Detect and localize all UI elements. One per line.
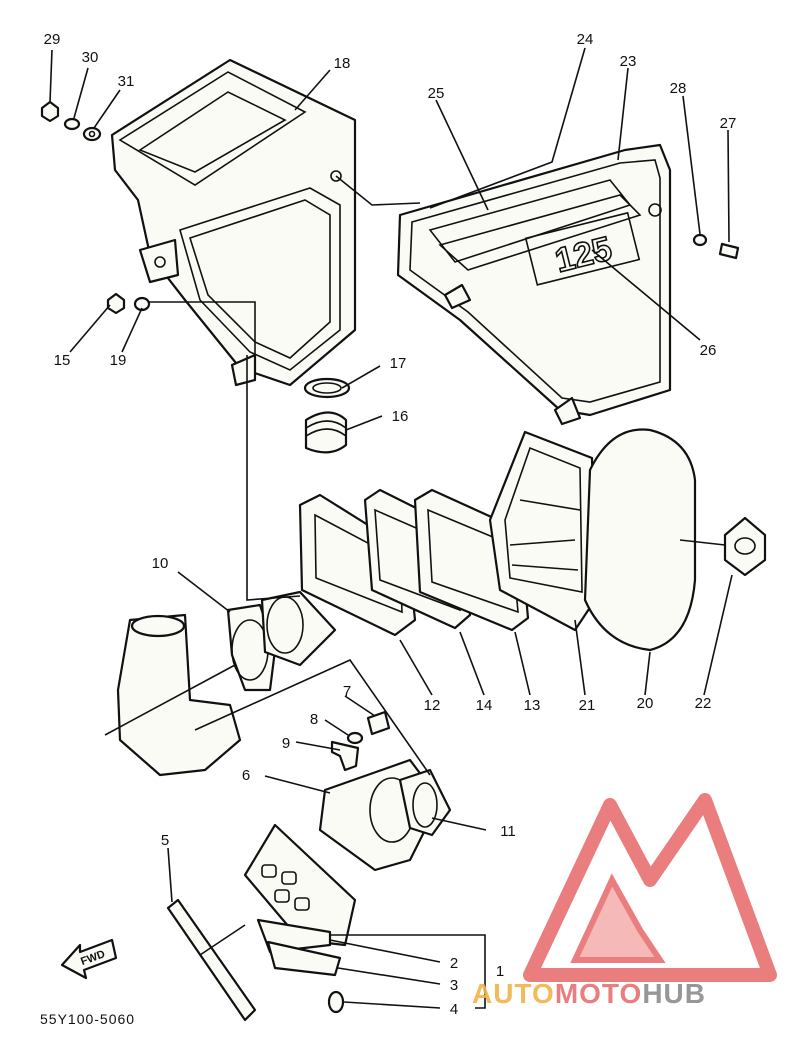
intake-assembly (298, 428, 767, 652)
wing-bolt-22 (723, 516, 767, 577)
callout-21: 21 (579, 697, 596, 714)
callout-11: 11 (500, 823, 516, 840)
drawing-code: 55Y100-5060 (40, 1011, 135, 1027)
callout-17: 17 (390, 355, 407, 372)
bolt-7 (366, 710, 391, 736)
callout-6: 6 (242, 767, 250, 784)
callout-3: 3 (450, 977, 458, 994)
automotohub-logo: AUTOMOTOHUB (472, 793, 777, 1009)
leader-lines (49, 47, 733, 1009)
callout-16: 16 (392, 408, 409, 425)
callout-9: 9 (282, 735, 290, 752)
washer-30 (63, 117, 81, 131)
callout-24: 24 (577, 31, 594, 48)
washer-19 (133, 296, 151, 312)
callout-15: 15 (54, 352, 71, 369)
callout-1: 1 (496, 963, 504, 980)
callout-8: 8 (310, 711, 318, 728)
callout-4: 4 (450, 1001, 458, 1018)
callout-10: 10 (152, 555, 169, 572)
callout-5: 5 (161, 832, 169, 849)
callout-30: 30 (82, 49, 99, 66)
callout-13: 13 (524, 697, 541, 714)
nut-15 (106, 292, 126, 315)
callout-2: 2 (450, 955, 458, 972)
gasket-5 (166, 898, 257, 1022)
washer-28 (692, 233, 708, 247)
air-cleaner-cover: 125 (396, 143, 672, 426)
nut-29 (40, 100, 60, 123)
air-cleaner-joint-12 (298, 493, 417, 637)
screw-27 (718, 242, 740, 260)
part-callouts: 29 30 31 18 24 25 23 28 27 26 15 19 17 1… (44, 31, 737, 1018)
callout-7: 7 (343, 683, 351, 700)
callout-27: 27 (720, 115, 737, 132)
callout-31: 31 (118, 73, 135, 90)
callout-22: 22 (695, 695, 712, 712)
callout-18: 18 (334, 55, 351, 72)
washer-8 (346, 731, 364, 745)
callout-14: 14 (476, 697, 493, 714)
element-20 (583, 428, 697, 652)
callout-23: 23 (620, 53, 637, 70)
callout-29: 29 (44, 31, 61, 48)
logo-text-auto: AUTO (472, 978, 555, 1009)
washer-31 (82, 126, 102, 142)
callout-19: 19 (110, 352, 127, 369)
callout-12: 12 (424, 697, 441, 714)
logo-text-moto: MOTO (555, 978, 642, 1009)
svg-text:AUTOMOTOHUB: AUTOMOTOHUB (472, 978, 706, 1009)
callout-20: 20 (637, 695, 654, 712)
joint-parts (303, 377, 351, 454)
manifold-area (318, 710, 452, 872)
plate-9 (330, 740, 360, 772)
callout-26: 26 (700, 342, 717, 359)
callout-28: 28 (670, 80, 687, 97)
reed-valve-assembly (166, 823, 357, 1022)
fwd-arrow: FWD (60, 938, 118, 980)
carburetor-area (104, 590, 337, 777)
air-cleaner-case (110, 58, 357, 387)
logo-text-hub: HUB (642, 978, 706, 1009)
callout-25: 25 (428, 85, 445, 102)
